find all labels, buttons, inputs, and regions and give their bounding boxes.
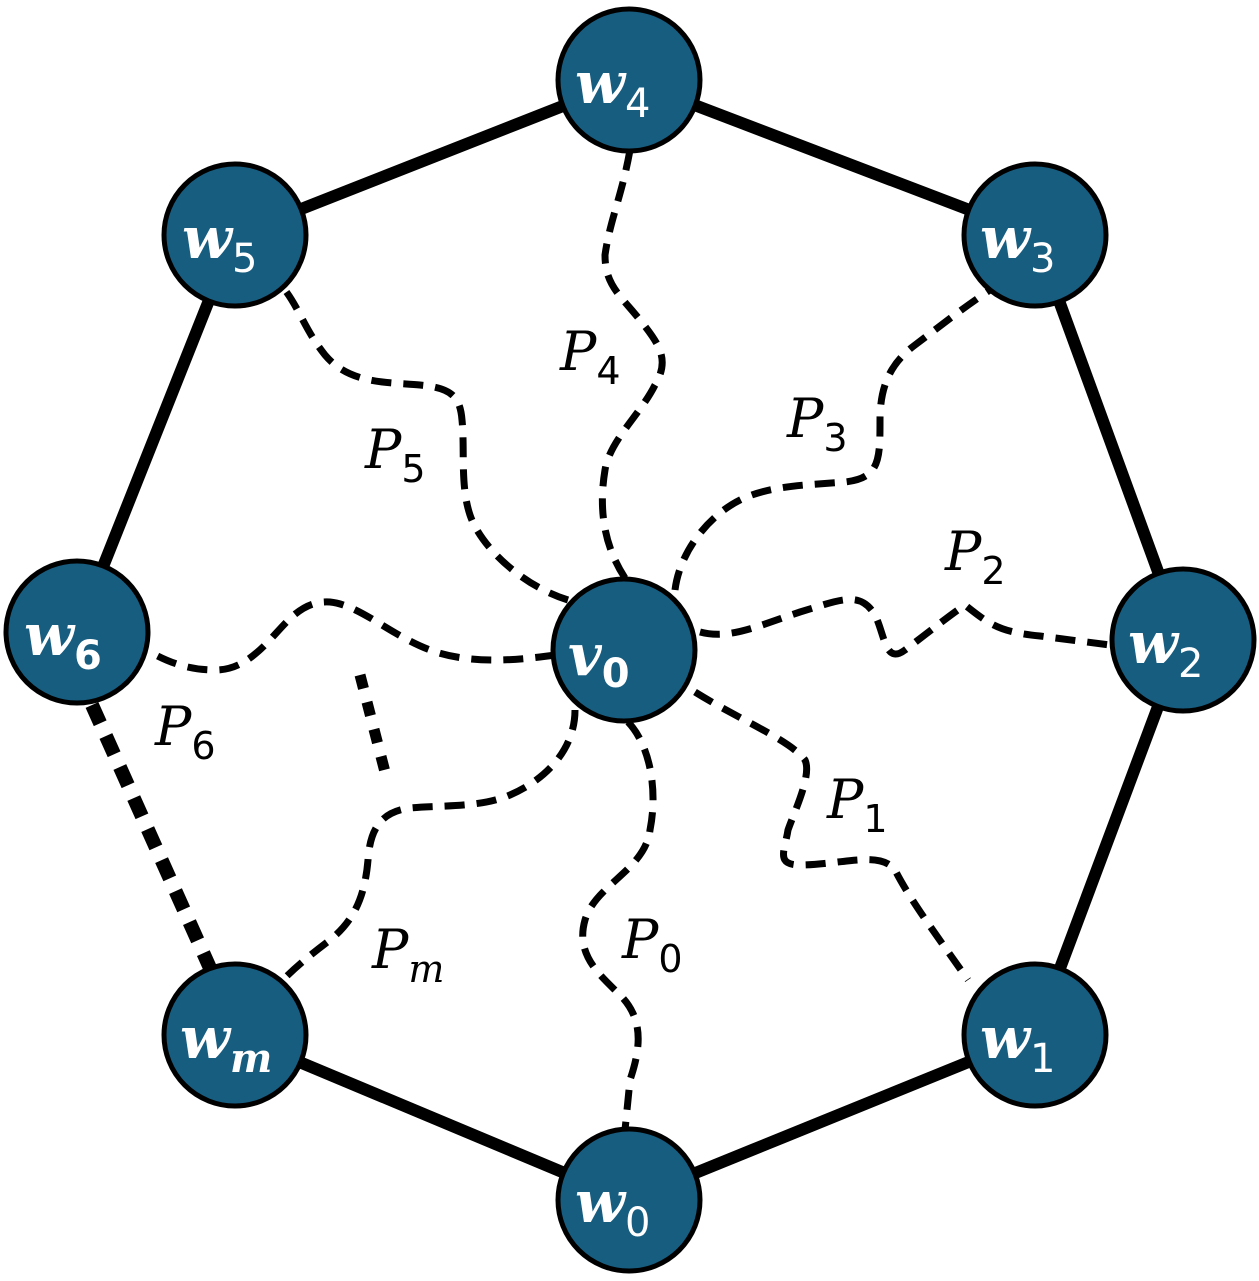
svg-text:w1: w1 [980,1004,1055,1082]
label-p0: P0 [621,908,683,981]
spoke-p4 [598,149,666,580]
svg-text:v0: v0 [568,621,630,697]
svg-text:w5: w5 [182,204,257,282]
label-p5-base: P [364,418,403,481]
spoke-p0 [579,719,657,1131]
node-w1-base: w [980,1004,1032,1072]
svg-text:w4: w4 [575,49,650,127]
svg-text:w6: w6 [24,601,102,679]
spoke-p2 [699,596,1111,658]
label-p3-sub: 3 [823,416,847,460]
spoke-pm [275,709,579,988]
node-w4-base: w [575,49,627,117]
label-p4-base: P [559,320,598,383]
node-w2: w2 [1109,566,1257,714]
label-p1: P1 [826,768,888,841]
edge-w6-wm-dotted [85,702,217,971]
spoke-p3 [671,287,992,591]
label-p1-sub: 1 [863,797,887,841]
spoke-p1 [693,689,971,983]
label-p1-base: P [826,768,865,831]
node-w4: w4 [555,6,703,154]
label-pm-base: P [371,918,410,981]
svg-text:w2: w2 [1128,609,1203,687]
label-p5-sub: 5 [401,447,425,491]
node-w5-base: w [182,204,234,272]
label-pm: Pm [371,918,444,991]
path-labels: P0 P1 P2 P3 P4 P5 P6 Pm [154,320,1006,991]
node-w6: w6 [3,558,151,706]
label-p6: P6 [154,695,216,768]
node-w0-base: w [575,1168,627,1236]
spoke-p6 [148,598,556,674]
label-p4-sub: 4 [596,349,620,393]
node-v0: v0 [550,576,698,724]
svg-text:w3: w3 [980,204,1055,282]
label-pm-sub: m [408,947,444,991]
spoke-p5 [282,287,570,604]
label-p2: P2 [944,520,1006,593]
node-wm: wm [161,961,309,1109]
label-p3-base: P [786,387,825,450]
node-w1-sub: 1 [1030,1036,1055,1082]
svg-text:wm: wm [180,1004,272,1082]
node-wm-base: w [180,1004,232,1072]
node-w3: w3 [961,161,1109,309]
node-v0-base: v [568,621,603,689]
label-p3: P3 [786,387,848,460]
node-v0-sub: 0 [602,651,630,697]
node-w2-base: w [1128,609,1180,677]
label-p5: P5 [364,418,426,491]
node-wm-sub: m [230,1035,272,1082]
node-w2-sub: 2 [1178,641,1203,687]
node-w3-sub: 3 [1030,236,1055,282]
node-w5: w5 [161,161,309,309]
label-p6-sub: 6 [191,724,215,768]
ellipsis-dots [354,673,391,774]
node-w4-sub: 4 [625,81,650,127]
svg-text:w0: w0 [575,1168,650,1246]
node-w6-sub: 6 [74,633,102,679]
label-p0-sub: 0 [658,937,682,981]
node-w0: w0 [555,1126,703,1274]
node-w1: w1 [961,961,1109,1109]
label-p2-sub: 2 [981,549,1005,593]
node-w6-base: w [24,601,76,669]
label-p6-base: P [154,695,193,758]
node-w5-sub: 5 [232,236,257,282]
node-w3-base: w [980,204,1032,272]
node-w0-sub: 0 [625,1200,650,1246]
nodes: v0 w0 w1 w2 w3 [3,6,1257,1274]
spoke-paths [148,149,1111,1131]
label-p0-base: P [621,908,660,971]
label-p4: P4 [559,320,621,393]
label-p2-base: P [944,520,983,583]
